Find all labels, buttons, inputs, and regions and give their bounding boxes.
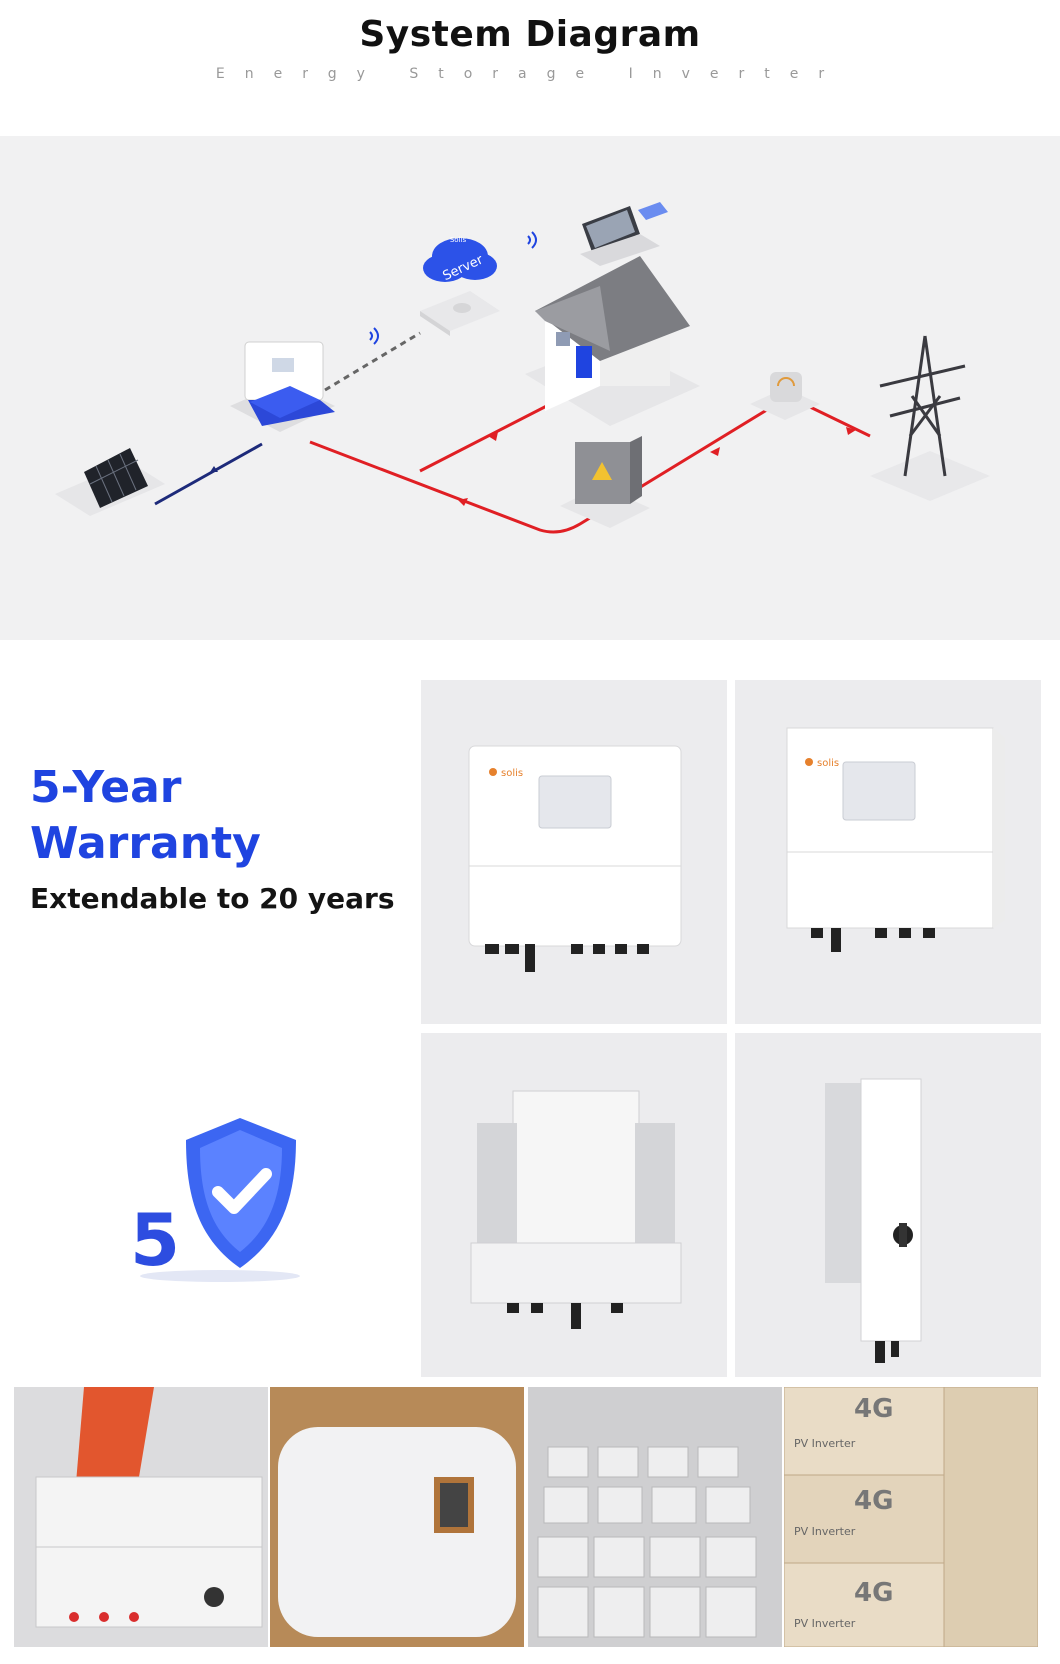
photo-warehouse-stock [528, 1387, 782, 1647]
ac-arrows [458, 427, 856, 506]
house-icon [525, 256, 700, 426]
warranty-subtitle: Extendable to 20 years [30, 882, 395, 915]
page-title: System Diagram [359, 14, 701, 55]
box-label: PV Inverter [794, 1437, 856, 1450]
system-diagram-illustration: Solis Server [55, 202, 990, 534]
warranty-heading-line1: 5-Year [30, 762, 182, 813]
photo-boxed-inverters: 4G PV Inverter 4G PV Inverter 4G PV Inve… [784, 1387, 1038, 1647]
distribution-box-icon [560, 436, 650, 528]
product-brand-label: solis [501, 768, 523, 779]
product-photo-angled: solis [735, 680, 1041, 1024]
router-icon [420, 291, 500, 336]
wifi-icon [369, 327, 379, 345]
shield-check-icon: 5 [130, 1118, 300, 1282]
box-label: PV Inverter [794, 1525, 856, 1538]
box-tag: 4G [854, 1394, 893, 1424]
cloud-brand-label: Solis [450, 236, 467, 244]
meter-icon [750, 372, 820, 420]
badge-number: 5 [130, 1198, 180, 1282]
box-label: PV Inverter [794, 1617, 856, 1630]
inverter-icon [230, 341, 335, 432]
photo-packaged-inverter [270, 1387, 524, 1647]
box-tag: 4G [854, 1578, 893, 1608]
product-brand-label: solis [817, 758, 839, 769]
photo-installed-inverters [14, 1387, 268, 1647]
wireless-link-dashed [324, 331, 421, 392]
product-photo-side [735, 1033, 1041, 1377]
warranty-shield-badge: 5 [100, 1100, 320, 1290]
warranty-heading: 5-Year Warranty [30, 760, 261, 872]
system-diagram: Solis Server [0, 136, 1060, 640]
solar-panel-icon [55, 448, 165, 516]
wifi-icon [527, 231, 537, 249]
power-tower-icon [870, 335, 990, 501]
laptop-icon [580, 206, 660, 266]
warranty-heading-line2: Warranty [30, 818, 261, 869]
dc-line [154, 442, 263, 506]
page-subtitle: Energy Storage Inverter [215, 66, 845, 82]
product-photo-rear [421, 1033, 727, 1377]
phone-icon [638, 202, 668, 220]
box-tag: 4G [854, 1486, 893, 1516]
product-photo-front: solis [421, 680, 727, 1024]
cloud-server-icon: Solis Server [423, 236, 497, 284]
